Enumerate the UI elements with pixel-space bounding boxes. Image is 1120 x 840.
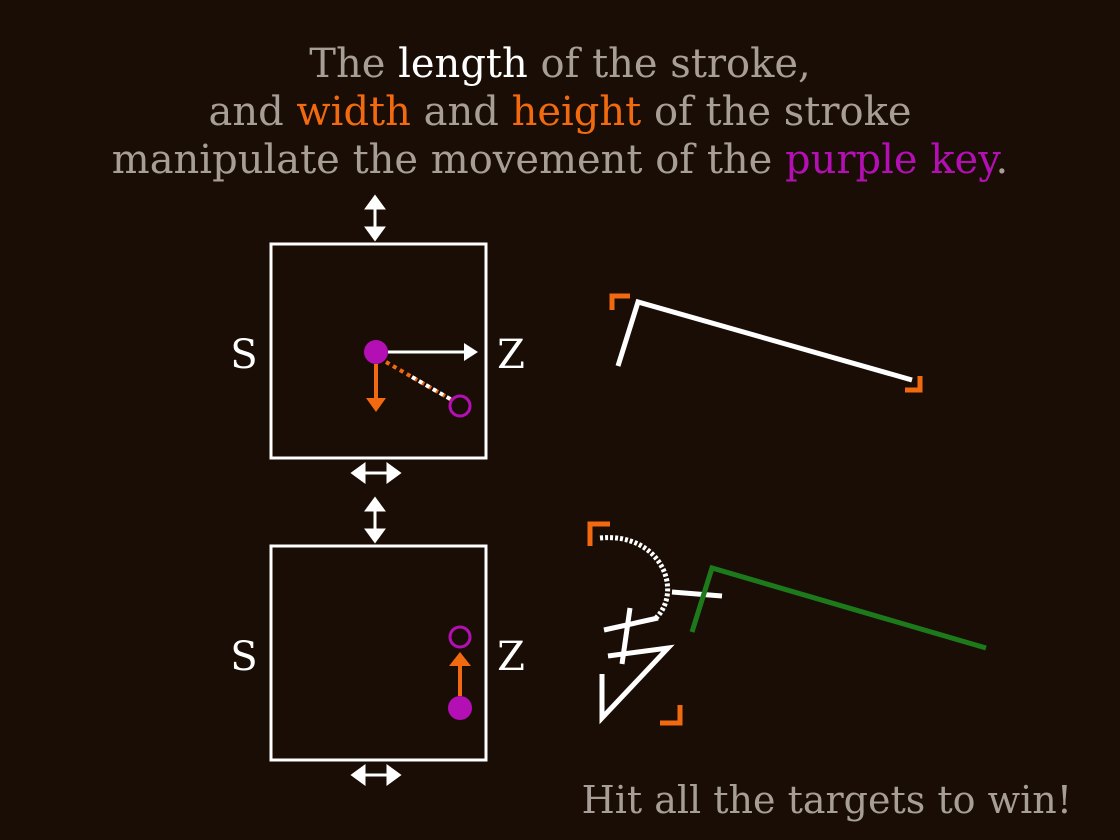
length-highlight: length [398,41,528,87]
drawn-stroke [615,298,913,383]
drawn-arc-stroke [599,535,671,620]
drawn-stroke [671,589,723,599]
panel-1: S Z [230,194,525,484]
right-glyph: Z [497,332,525,378]
horizontal-resize-icon [350,462,402,484]
instruction-line-3: manipulate the movement of the purple ke… [0,136,1120,184]
instruction-text: The length of the stroke, and width and … [0,40,1120,184]
stroke-box [269,544,488,762]
stroke-example-1 [609,293,923,393]
stroke-box [269,242,488,460]
width-highlight: width [296,89,411,135]
text-segment: manipulate the movement of the [111,137,786,183]
target-corner-top-left [609,293,630,310]
drawn-stroke [603,615,659,633]
instruction-line-1: The length of the stroke, [0,40,1120,88]
left-glyph: S [230,634,257,680]
drawn-stroke [599,644,675,725]
stroke-example-2 [587,521,987,726]
green-stroke [689,564,987,651]
text-segment: and [208,89,297,135]
win-hint-text: Hit all the targets to win! [581,778,1072,822]
target-corner-bottom-right [660,705,683,726]
horizontal-resize-icon [350,764,402,786]
instruction-line-2: and width and height of the stroke [0,88,1120,136]
purple-key-highlight: purple key [785,137,996,183]
text-segment: . [995,137,1009,183]
text-segment: and [410,89,512,135]
length-arrow-head [464,343,478,361]
text-segment: of the stroke [641,89,912,135]
movement-path-white [411,375,453,402]
target-corner-top-left [587,521,610,546]
height-arrow-head [449,652,471,666]
left-glyph: S [230,332,257,378]
purple-key [364,340,388,364]
purple-key [448,696,472,720]
key-target-position [448,625,472,649]
height-arrow-head [366,398,386,412]
text-segment: of the stroke, [527,41,811,87]
vertical-resize-icon [364,496,386,544]
target-corner-bottom-right [905,376,923,393]
panel-2: S Z [230,496,525,786]
right-glyph: Z [497,634,525,680]
vertical-resize-icon [364,194,386,242]
key-target-position [448,394,472,418]
text-segment: The [309,41,399,87]
height-highlight: height [511,89,642,135]
